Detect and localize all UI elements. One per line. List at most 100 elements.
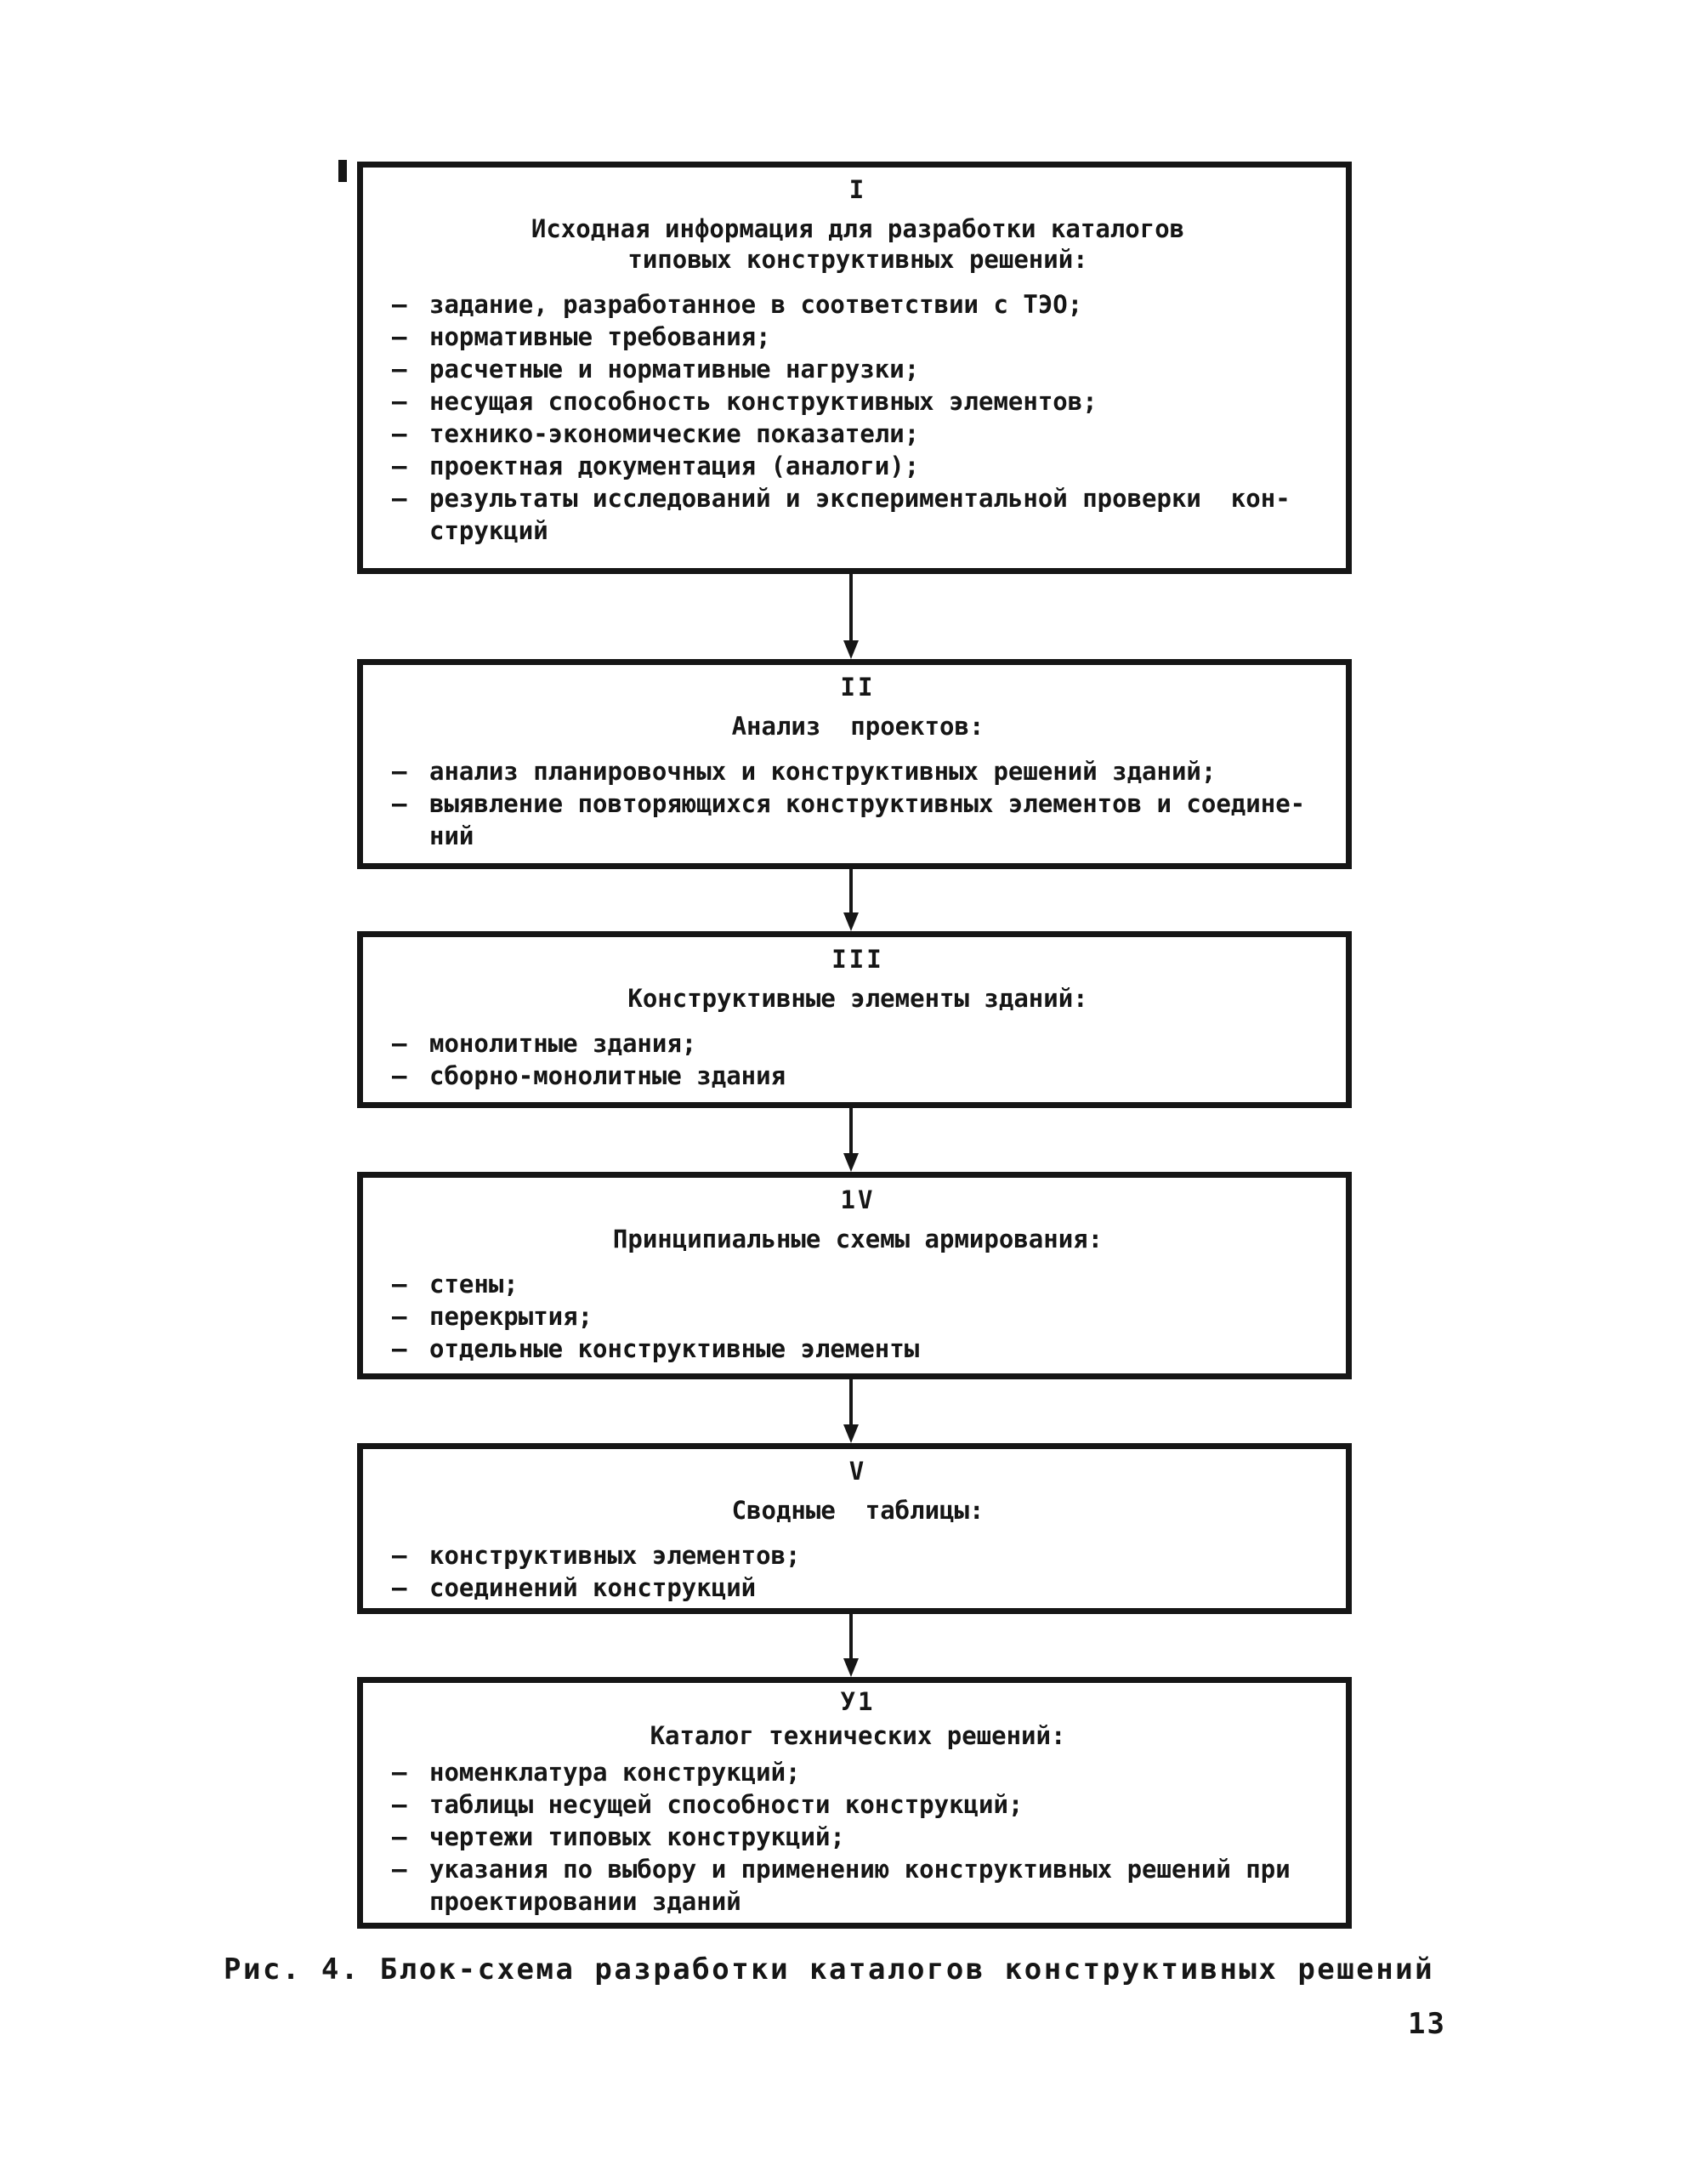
block-5-items: – конструктивных элементов; – соединений… (392, 1539, 1324, 1604)
block-4-numeral: 1V (840, 1185, 876, 1214)
item-text: задание, разработанное в соответствии с … (429, 290, 1083, 319)
flow-block-6: У1 Каталог технических решений: – номенк… (357, 1677, 1352, 1929)
block-title-line: Каталог технических решений: (650, 1721, 1066, 1750)
block-3-items: – монолитные здания; – сборно-монолитные… (392, 1027, 1324, 1092)
block-title-line: Исходная информация для разработки катал… (531, 214, 1185, 243)
dash-bullet: – (392, 322, 407, 351)
item-text: перекрытия; (429, 1302, 593, 1331)
item-text: технико-экономические показатели; (429, 419, 920, 448)
flow-arrow-2-3 (843, 869, 859, 931)
list-item: – соединений конструкций (392, 1572, 1324, 1604)
item-text: указания по выбору и применению конструк… (429, 1855, 1291, 1884)
item-text: чертежи типовых конструкций; (429, 1822, 845, 1851)
dash-bullet: – (392, 484, 407, 513)
block-3-title: Конструктивные элементы зданий: (392, 983, 1324, 1014)
flow-block-3: III Конструктивные элементы зданий: – мо… (357, 931, 1352, 1108)
item-text-continuation: проектировании зданий (429, 1887, 741, 1916)
arrow-shaft (849, 574, 853, 640)
arrow-head-icon (843, 1658, 859, 1677)
item-text: нормативные требования; (429, 322, 771, 351)
list-item: – стены; (392, 1268, 1324, 1300)
block-1-numeral: I (848, 175, 867, 204)
list-item: – сборно-монолитные здания (392, 1060, 1324, 1092)
dash-bullet: – (392, 355, 407, 384)
item-text: проектная документация (аналоги); (429, 452, 920, 480)
block-title-line: Сводные таблицы: (731, 1496, 985, 1525)
list-item: – отдельные конструктивные элементы (392, 1333, 1324, 1365)
item-text: анализ планировочных и конструктивных ре… (429, 757, 1217, 786)
flow-arrow-1-2 (843, 574, 859, 659)
flow-block-2: II Анализ проектов: – анализ планировочн… (357, 659, 1352, 869)
arrow-shaft (849, 1614, 853, 1658)
item-text: конструктивных элементов; (429, 1541, 801, 1570)
arrow-head-icon (843, 640, 859, 659)
dash-bullet: – (392, 1822, 407, 1851)
list-item: – расчетные и нормативные нагрузки; (392, 353, 1324, 385)
flow-arrow-4-5 (843, 1379, 859, 1443)
item-text: результаты исследований и эксперименталь… (429, 484, 1291, 513)
list-item: – результаты исследований и эксперимента… (392, 482, 1324, 547)
arrow-shaft (849, 1379, 853, 1424)
dash-bullet: – (392, 419, 407, 448)
flow-arrow-5-6 (843, 1614, 859, 1677)
dash-bullet: – (392, 1855, 407, 1884)
item-text: сборно-монолитные здания (429, 1061, 786, 1090)
list-item: – конструктивных элементов; (392, 1539, 1324, 1572)
list-item: – задание, разработанное в соответствии … (392, 288, 1324, 321)
list-item: – таблицы несущей способности конструкци… (392, 1788, 1324, 1821)
block-2-items: – анализ планировочных и конструктивных … (392, 755, 1324, 852)
item-text-continuation: струкций (429, 516, 548, 545)
item-text: таблицы несущей способности конструкций; (429, 1790, 1024, 1819)
item-text: монолитные здания; (429, 1029, 697, 1058)
dash-bullet: – (392, 1790, 407, 1819)
dash-bullet: – (392, 1573, 407, 1602)
flow-arrow-3-4 (843, 1108, 859, 1172)
list-item: – указания по выбору и применению констр… (392, 1853, 1324, 1918)
dash-bullet: – (392, 757, 407, 786)
item-text: стены; (429, 1270, 519, 1299)
list-item: – технико-экономические показатели; (392, 418, 1324, 450)
block-title-line: типовых конструктивных решений: (627, 245, 1088, 274)
dash-bullet: – (392, 1302, 407, 1331)
block-title-line: Конструктивные элементы зданий: (627, 984, 1088, 1013)
block-5-numeral: V (848, 1457, 867, 1486)
block-2-numeral: II (840, 673, 876, 702)
list-item: – чертежи типовых конструкций; (392, 1821, 1324, 1853)
item-text-continuation: ний (429, 821, 474, 850)
block-3-numeral: III (831, 945, 884, 974)
block-1-title: Исходная информация для разработки катал… (392, 213, 1324, 275)
block-5-title: Сводные таблицы: (392, 1495, 1324, 1526)
list-item: – выявление повторяющихся конструктивных… (392, 787, 1324, 852)
dash-bullet: – (392, 387, 407, 416)
flow-block-5: V Сводные таблицы: – конструктивных элем… (357, 1443, 1352, 1614)
arrow-head-icon (843, 1153, 859, 1172)
block-4-title: Принципиальные схемы армирования: (392, 1224, 1324, 1254)
block-6-items: – номенклатура конструкций; – таблицы не… (392, 1756, 1324, 1918)
dash-bullet: – (392, 1029, 407, 1058)
dash-bullet: – (392, 789, 407, 818)
block-2-title: Анализ проектов: (392, 711, 1324, 742)
item-text: соединений конструкций (429, 1573, 757, 1602)
flow-block-4: 1V Принципиальные схемы армирования: – с… (357, 1172, 1352, 1379)
list-item: – нормативные требования; (392, 321, 1324, 353)
list-item: – номенклатура конструкций; (392, 1756, 1324, 1788)
block-6-title: Каталог технических решений: (392, 1720, 1324, 1751)
list-item: – анализ планировочных и конструктивных … (392, 755, 1324, 787)
arrow-head-icon (843, 1424, 859, 1443)
page-number: 13 (1408, 2007, 1446, 2041)
block-1-items: – задание, разработанное в соответствии … (392, 288, 1324, 547)
list-item: – перекрытия; (392, 1300, 1324, 1333)
dash-bullet: – (392, 452, 407, 480)
dash-bullet: – (392, 1334, 407, 1363)
item-text: выявление повторяющихся конструктивных э… (429, 789, 1306, 818)
item-text: расчетные и нормативные нагрузки; (429, 355, 920, 384)
flow-block-1: I Исходная информация для разработки кат… (357, 162, 1352, 574)
item-text: несущая способность конструктивных элеме… (429, 387, 1098, 416)
list-item: – монолитные здания; (392, 1027, 1324, 1060)
arrow-shaft (849, 869, 853, 912)
dash-bullet: – (392, 1270, 407, 1299)
arrow-head-icon (843, 912, 859, 931)
block-title-line: Принципиальные схемы армирования: (612, 1225, 1104, 1253)
list-item: – несущая способность конструктивных эле… (392, 385, 1324, 418)
dash-bullet: – (392, 290, 407, 319)
